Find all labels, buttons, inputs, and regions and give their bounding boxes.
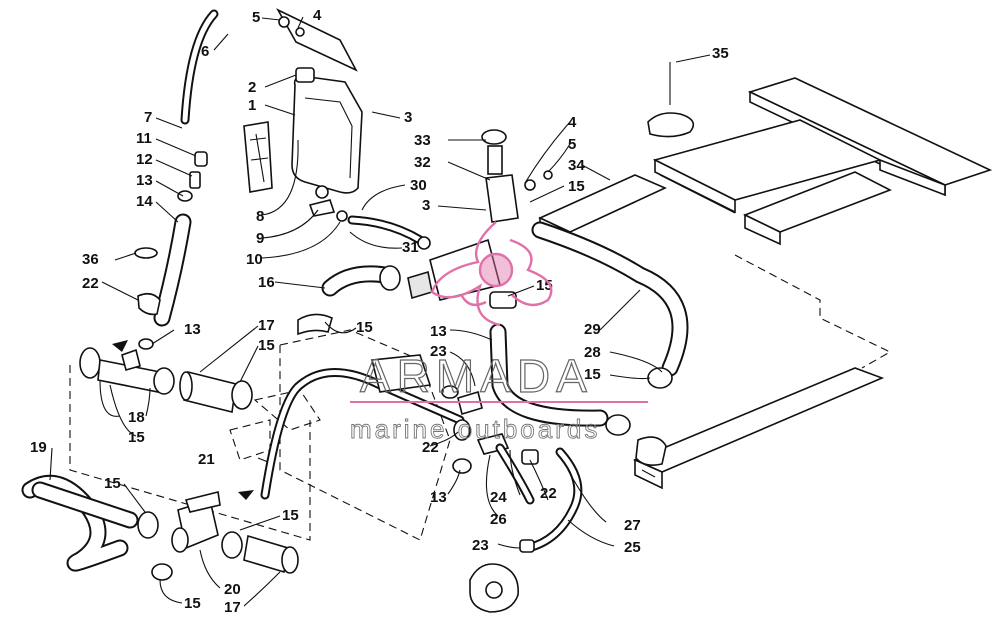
- callout-5: 5: [252, 9, 260, 26]
- thermostat-housing: [481, 129, 553, 223]
- callout-12: 12: [136, 151, 153, 168]
- callout-21: 21: [198, 451, 215, 468]
- clamp-36: [134, 247, 158, 259]
- callout-8: 8: [256, 208, 264, 225]
- callout-4: 4: [313, 7, 322, 24]
- callout-15-f: 15: [184, 595, 201, 612]
- expansion-tank-20: [171, 491, 221, 553]
- callout-13-d: 13: [430, 489, 447, 506]
- fitting-11: [194, 151, 208, 167]
- tee-assembly-18: [79, 347, 175, 395]
- callout-15-i: 15: [584, 366, 601, 383]
- callout-17-b: 17: [224, 599, 241, 616]
- lower-heat-exchanger: [632, 367, 885, 490]
- callout-3: 3: [404, 109, 412, 126]
- armada-logo-emblem: [430, 221, 553, 327]
- callout-29: 29: [584, 321, 601, 338]
- callout-15-a: 15: [258, 337, 275, 354]
- hose-17-lower: [243, 534, 299, 574]
- callout-23-a: 23: [430, 343, 447, 360]
- small-fittings-cluster: [371, 354, 539, 474]
- clamp-31: [417, 236, 431, 250]
- callout-22-b: 22: [422, 439, 439, 456]
- tee-fitting-9: [308, 199, 348, 222]
- reference-arrow-upper: [112, 340, 128, 352]
- armada-watermark: ARMADA marine outboards: [350, 221, 648, 444]
- callout-25: 25: [624, 539, 641, 556]
- callout-10: 10: [246, 251, 263, 268]
- mounting-bracket: [276, 8, 358, 72]
- fitting-12: [189, 171, 201, 189]
- watermark-tagline: marine outboards: [350, 414, 600, 444]
- callout-18: 18: [128, 409, 145, 426]
- water-pump: [469, 539, 535, 613]
- leader-lines: [49, 16, 711, 607]
- callout-9: 9: [256, 230, 264, 247]
- callout-34: 34: [568, 157, 585, 174]
- clamp-22-left: [137, 292, 161, 316]
- callout-labels: 1 2 3 4 5 6 7 8 9 10 11 12 13 14 16 36 2…: [30, 7, 729, 616]
- reservoir-bottle: [291, 67, 363, 199]
- callout-15-c: 15: [128, 429, 145, 446]
- routing-line-right: [734, 254, 892, 369]
- callout-15-b: 15: [356, 319, 373, 336]
- callout-19: 19: [30, 439, 47, 456]
- callout-6: 6: [201, 43, 209, 60]
- return-hose-29: [531, 221, 689, 377]
- level-decal: [243, 121, 273, 193]
- callout-28: 28: [584, 344, 601, 361]
- clamp-13-left: [138, 338, 154, 350]
- watermark-brand: ARMADA: [360, 350, 593, 402]
- callout-35: 35: [712, 45, 729, 62]
- callout-2: 2: [248, 79, 256, 96]
- callout-14: 14: [136, 193, 153, 210]
- callout-30: 30: [410, 177, 427, 194]
- callout-36: 36: [82, 251, 99, 268]
- clamp-15-lower-a: [137, 511, 159, 539]
- hose-17-upper: [179, 371, 253, 413]
- elbow-16-end: [407, 270, 433, 300]
- clamp-15-center: [379, 265, 401, 291]
- callout-27: 27: [624, 517, 641, 534]
- callout-22-a: 22: [82, 275, 99, 292]
- callout-17-a: 17: [258, 317, 275, 334]
- callout-15-g: 15: [568, 178, 585, 195]
- callout-5-b: 5: [568, 136, 576, 153]
- callout-22-c: 22: [540, 485, 557, 502]
- callout-1: 1: [248, 97, 256, 114]
- callout-7: 7: [144, 109, 152, 126]
- callout-13-c: 13: [430, 323, 447, 340]
- callout-4-b: 4: [568, 114, 577, 131]
- clamp-15-tee: [297, 313, 333, 336]
- callout-3-b: 3: [422, 197, 430, 214]
- reference-arrow-lower: [238, 490, 254, 500]
- clamp-15-bottom: [151, 563, 173, 581]
- upper-heat-exchanger: [652, 77, 993, 246]
- temperature-sensor-35: [647, 62, 695, 138]
- callout-16: 16: [258, 274, 275, 291]
- routing-line-left: [69, 365, 311, 541]
- outlet-elbow: [635, 436, 667, 466]
- callout-24: 24: [490, 489, 507, 506]
- clamp-15-lower-b: [221, 531, 243, 559]
- callout-13-a: 13: [136, 172, 153, 189]
- callout-15-e: 15: [282, 507, 299, 524]
- callout-26: 26: [490, 511, 507, 528]
- callout-31: 31: [402, 239, 419, 256]
- callout-13-b: 13: [184, 321, 201, 338]
- callout-11: 11: [136, 130, 152, 147]
- callout-33: 33: [414, 132, 431, 149]
- callout-15-d: 15: [104, 475, 121, 492]
- callout-32: 32: [414, 154, 431, 171]
- clamp-15-right: [647, 367, 673, 389]
- clamp-13-top: [177, 190, 193, 202]
- callout-20: 20: [224, 581, 241, 598]
- clamp-15-28: [605, 414, 631, 436]
- callout-23-b: 23: [472, 537, 489, 554]
